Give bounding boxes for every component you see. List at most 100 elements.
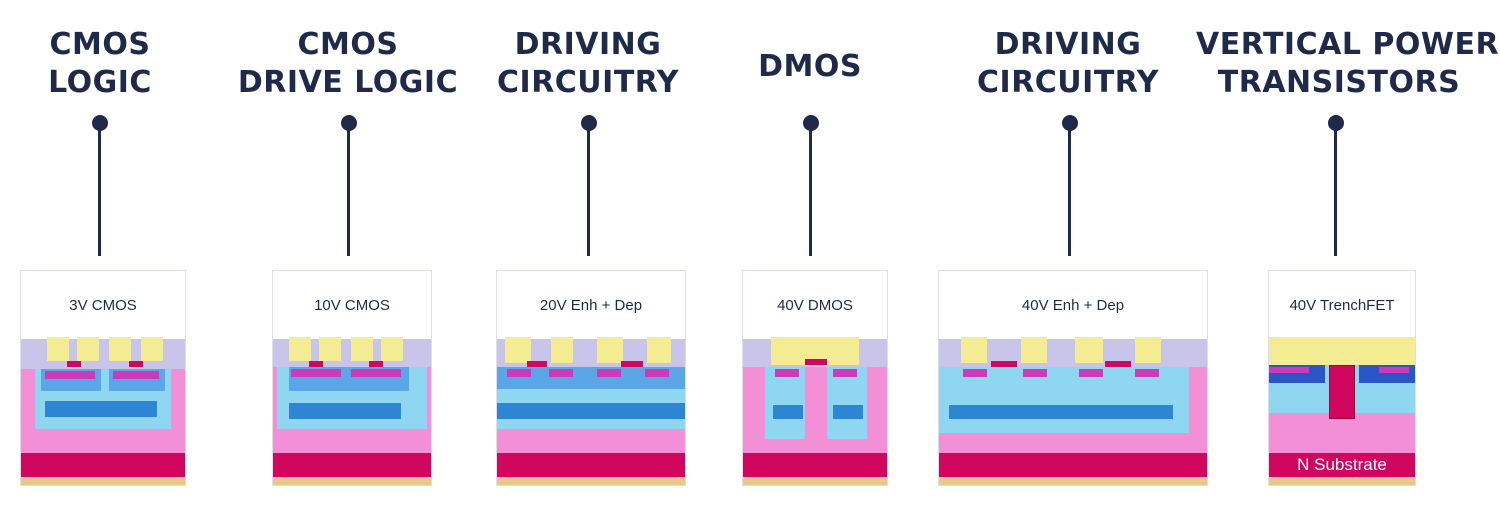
gate bbox=[805, 359, 827, 365]
gate bbox=[309, 361, 323, 367]
diffusion bbox=[597, 369, 621, 377]
title-line-1: CMOS bbox=[49, 27, 151, 62]
gate bbox=[129, 361, 143, 367]
column-title: DRIVING CIRCUITRY bbox=[968, 26, 1168, 102]
title-line-2: LOGIC bbox=[48, 65, 152, 100]
metal-contact bbox=[1021, 337, 1047, 363]
buried-layer bbox=[949, 405, 1173, 419]
buried-layer bbox=[289, 403, 401, 419]
title-line-1: CMOS bbox=[297, 27, 399, 62]
substrate bbox=[21, 453, 185, 477]
metal-contact bbox=[109, 337, 131, 361]
column-title: CMOS DRIVE LOGIC bbox=[228, 26, 468, 102]
metal-contact bbox=[505, 337, 531, 363]
metal-contact bbox=[351, 337, 373, 361]
substrate bbox=[273, 453, 431, 477]
panel-label: 3V CMOS bbox=[69, 296, 137, 314]
column-title: DMOS bbox=[728, 48, 892, 86]
metal-contact bbox=[141, 337, 163, 361]
base-layer bbox=[273, 477, 431, 485]
buried-layer bbox=[773, 405, 803, 419]
connector-line bbox=[98, 123, 101, 256]
well-region bbox=[765, 367, 805, 439]
panel-label: 20V Enh + Dep bbox=[539, 296, 643, 314]
well-region bbox=[939, 367, 1189, 433]
metal-contact bbox=[47, 337, 69, 361]
connector-line bbox=[1334, 123, 1337, 256]
substrate: N Substrate bbox=[1269, 453, 1415, 477]
base-layer bbox=[21, 477, 185, 485]
cross-section-panel: 20V Enh + Dep bbox=[496, 270, 686, 486]
title-line-2: TRANSISTORS bbox=[1217, 65, 1461, 100]
connector-line bbox=[809, 123, 812, 256]
panel-label: 40V Enh + Dep bbox=[1021, 296, 1125, 314]
base-layer bbox=[497, 477, 685, 485]
gate bbox=[369, 361, 383, 367]
buried-layer bbox=[833, 405, 863, 419]
title-line-2: CIRCUITRY bbox=[977, 65, 1159, 100]
substrate-label: N Substrate bbox=[1297, 455, 1387, 474]
diffusion bbox=[1023, 369, 1047, 377]
diffusion bbox=[833, 369, 857, 377]
trench-gate bbox=[1329, 365, 1355, 419]
gate bbox=[621, 361, 643, 367]
metal-contact bbox=[961, 337, 987, 363]
n-well bbox=[497, 367, 685, 389]
metal-contact bbox=[1135, 337, 1161, 363]
substrate bbox=[497, 453, 685, 477]
connector-line bbox=[1068, 123, 1071, 256]
diffusion bbox=[1079, 369, 1103, 377]
column-title: CMOS LOGIC bbox=[20, 26, 180, 102]
metal-contact bbox=[289, 337, 311, 361]
diffusion bbox=[507, 369, 531, 377]
diffusion bbox=[645, 369, 669, 377]
cross-section-panel: 10V CMOS bbox=[272, 270, 432, 486]
metal-contact bbox=[381, 337, 403, 361]
metal-contact bbox=[1269, 337, 1415, 365]
panel-label: 40V DMOS bbox=[777, 296, 853, 314]
substrate bbox=[743, 453, 887, 477]
gate bbox=[991, 361, 1017, 367]
diffusion bbox=[1379, 367, 1409, 373]
title-line-2: DRIVE LOGIC bbox=[237, 65, 459, 100]
connector-line bbox=[347, 123, 350, 256]
gate bbox=[1105, 361, 1131, 367]
base-layer bbox=[743, 477, 887, 485]
metal-contact bbox=[77, 337, 99, 361]
title-line-1: DRIVING bbox=[514, 27, 662, 62]
title-line-1: VERTICAL POWER bbox=[1196, 27, 1500, 62]
buried-layer bbox=[45, 401, 157, 417]
diffusion bbox=[351, 369, 401, 377]
cross-section-panel: 40V Enh + Dep bbox=[938, 270, 1208, 486]
title-line-1: DRIVING bbox=[994, 27, 1142, 62]
cross-section-panel: 3V CMOS bbox=[20, 270, 186, 486]
substrate bbox=[939, 453, 1207, 477]
base-layer bbox=[1269, 477, 1415, 485]
diffusion bbox=[45, 371, 95, 379]
buried-layer bbox=[497, 403, 685, 419]
column-title: VERTICAL POWER TRANSISTORS bbox=[1196, 26, 1500, 102]
connector-line bbox=[587, 123, 590, 256]
gate bbox=[67, 361, 81, 367]
diffusion bbox=[1135, 369, 1159, 377]
diffusion bbox=[549, 369, 573, 377]
diffusion bbox=[113, 371, 159, 379]
diffusion bbox=[1269, 367, 1309, 373]
diffusion bbox=[775, 369, 799, 377]
title-line-1: DMOS bbox=[758, 49, 862, 84]
panel-label: 40V TrenchFET bbox=[1289, 296, 1395, 314]
metal-contact bbox=[319, 337, 341, 361]
gate bbox=[527, 361, 547, 367]
metal-contact bbox=[551, 337, 573, 363]
metal-contact bbox=[1075, 337, 1103, 363]
cross-section-panel: 40V TrenchFET N Substrate bbox=[1268, 270, 1416, 486]
diffusion bbox=[963, 369, 987, 377]
column-title: DRIVING CIRCUITRY bbox=[488, 26, 688, 102]
base-layer bbox=[939, 477, 1207, 485]
metal-contact bbox=[597, 337, 623, 363]
diffusion bbox=[291, 369, 341, 377]
cross-section-panel: 40V DMOS bbox=[742, 270, 888, 486]
panel-label: 10V CMOS bbox=[314, 296, 390, 314]
title-line-2: CIRCUITRY bbox=[497, 65, 679, 100]
metal-contact bbox=[647, 337, 671, 363]
